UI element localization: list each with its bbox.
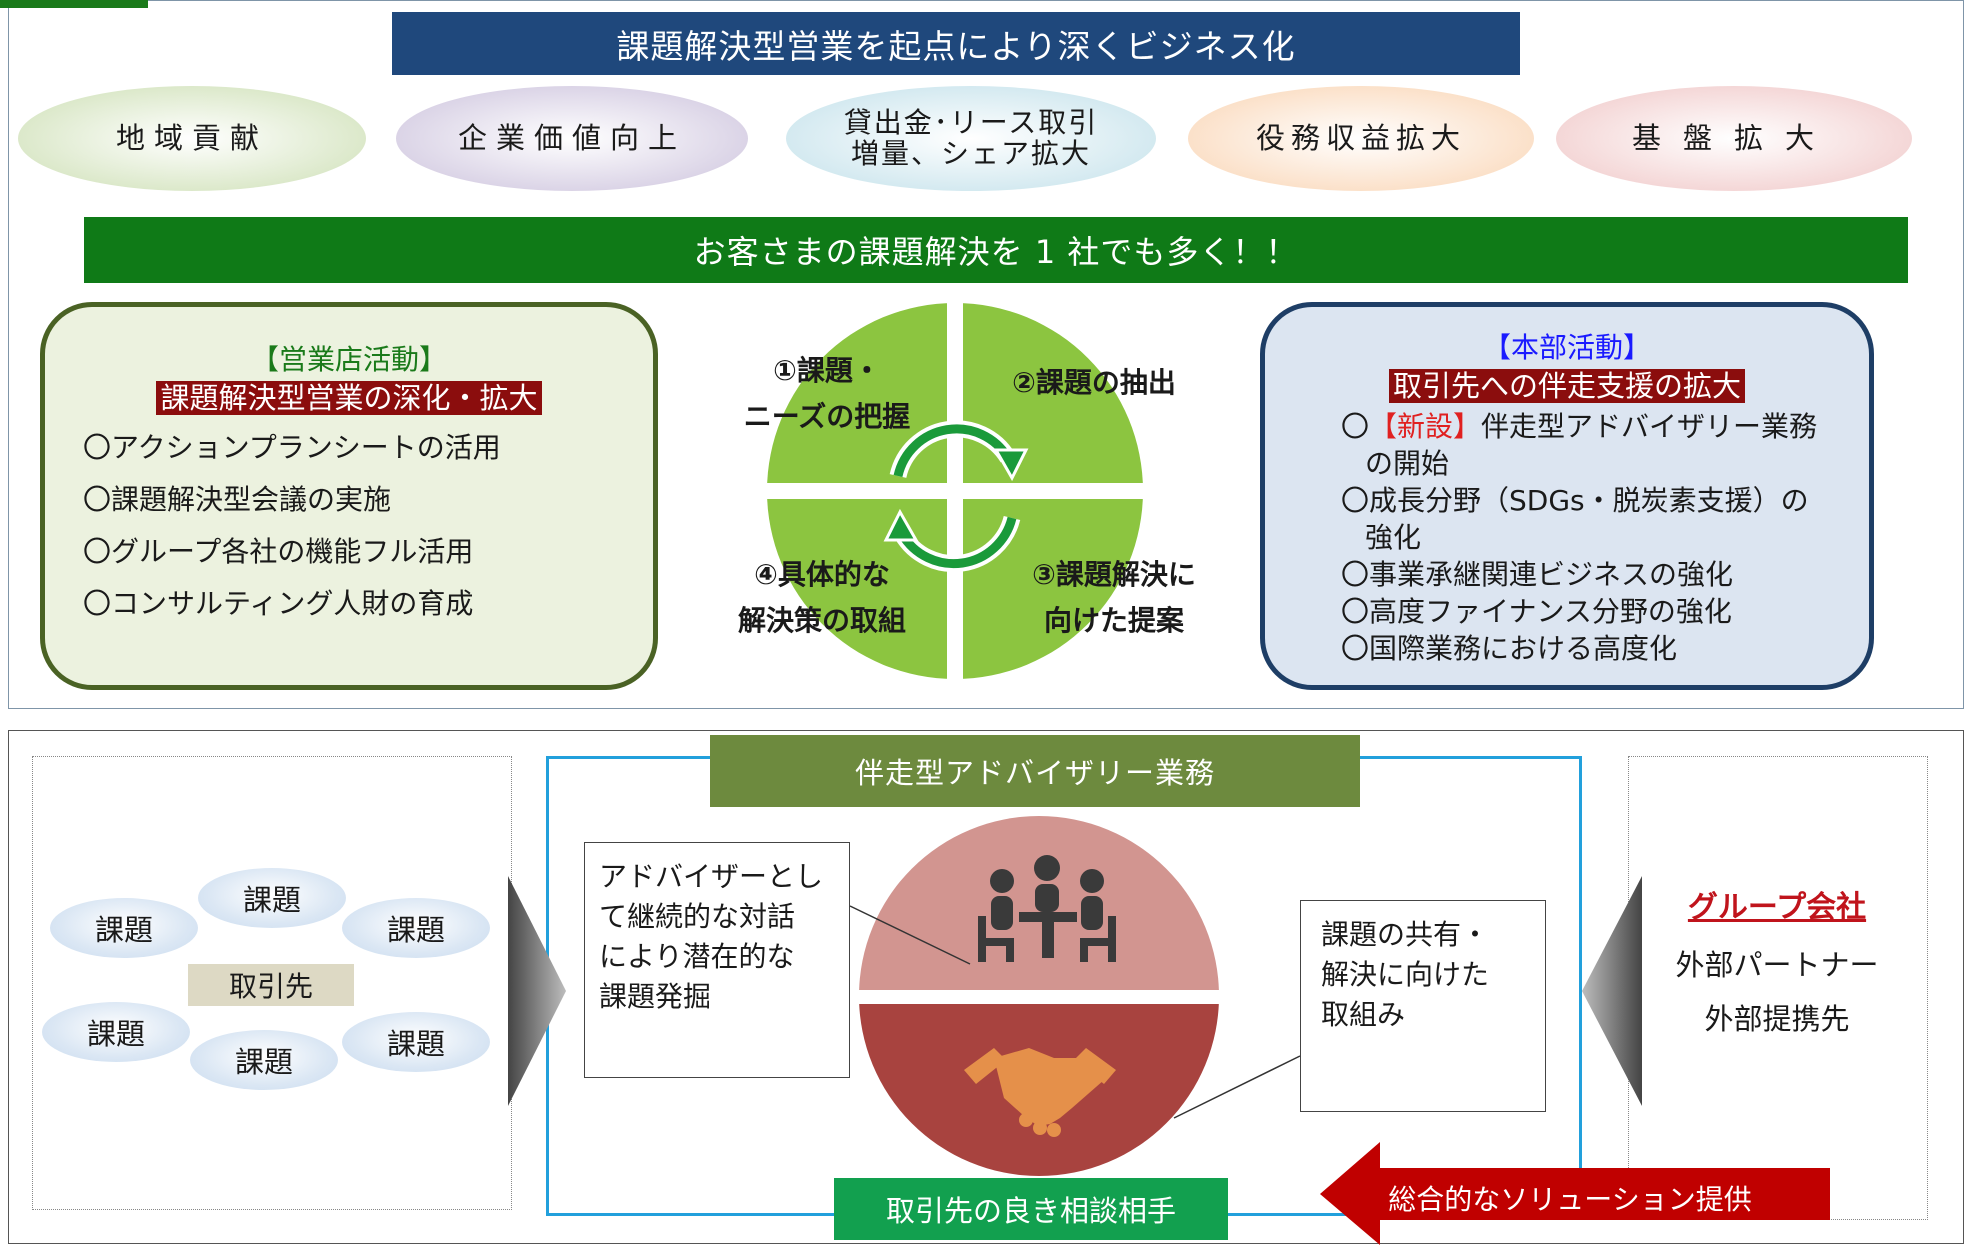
rotate-arrows-icon	[883, 420, 1029, 573]
issue-bubble: 課題	[198, 868, 346, 928]
pdca-cycle-diagram	[760, 300, 1150, 682]
goal-label: 基盤拡大	[1631, 120, 1836, 155]
solution-label: 総合的なソリューション提供	[1380, 1168, 1760, 1228]
advisory-title-text: 伴走型アドバイザリー業務	[854, 756, 1215, 790]
goal-label: 増量、シェア拡大	[850, 136, 1091, 170]
goal-label: 役務収益拡大	[1255, 120, 1466, 155]
note-line: 解決に向けた	[1321, 958, 1490, 991]
cycle-step-3-line: 向けた提案	[1043, 604, 1184, 637]
branch-item: 〇コンサルティング人財の育成	[83, 587, 474, 620]
issue-sharing-note: 課題の共有・ 解決に向けた 取組み	[1300, 900, 1546, 1112]
note-line: て継続的な対話	[599, 900, 796, 933]
cycle-step-3-line: ③課題解決に	[1032, 558, 1196, 591]
solution-arrow	[1320, 1142, 1830, 1245]
goal-base-expansion: 基盤拡大	[1556, 86, 1912, 191]
branch-item: 〇課題解決型会議の実施	[83, 483, 392, 516]
hq-item-text: 伴走型アドバイザリー業務	[1481, 410, 1818, 443]
hq-item-advisory-cont: の開始	[1365, 447, 1450, 480]
headline-text: 課題解決型営業を起点により深くビジネス化	[616, 26, 1296, 66]
goal-label: 企業価値向上	[457, 120, 686, 155]
external-alliance-label: 外部提携先	[1704, 1002, 1850, 1036]
meeting-icon	[978, 855, 1116, 962]
external-partner-label: 外部パートナー	[1675, 948, 1879, 982]
new-badge: 【新設】	[1369, 410, 1482, 443]
branch-item: 〇アクションプランシートの活用	[83, 431, 501, 464]
branch-subtitle: 課題解決型営業の深化・拡大	[156, 381, 542, 415]
hq-item-bullet: 〇	[1341, 410, 1370, 443]
right-gray-arrow	[1582, 876, 1642, 1106]
issue-bubble: 課題	[190, 1030, 338, 1090]
note-line: 課題発掘	[599, 980, 712, 1013]
branch-tag: 【営業店活動】	[250, 343, 447, 376]
hq-activities-panel: 【本部活動】 取引先への伴走支援の拡大 〇【新設】伴走型アドバイザリー業務 の開…	[1260, 302, 1874, 690]
issue-label: 課題	[242, 883, 301, 917]
advisory-circle	[859, 816, 1219, 1176]
cycle-step-2-line: ②課題の抽出	[1012, 366, 1176, 399]
issue-label: 課題	[386, 913, 445, 947]
consult-title-text: 取引先の良き相談相手	[885, 1194, 1176, 1228]
top-section-frame	[8, 0, 1964, 709]
consult-title: 取引先の良き相談相手	[834, 1178, 1228, 1240]
hq-tag: 【本部活動】	[1482, 331, 1651, 364]
hq-item-succession: 〇事業承継関連ビジネスの強化	[1341, 558, 1734, 591]
cycle-step-4-line: ④具体的な	[754, 558, 890, 591]
hq-item-finance: 〇高度ファイナンス分野の強化	[1341, 595, 1732, 628]
headline-bar: 課題解決型営業を起点により深くビジネス化	[392, 12, 1520, 75]
cycle-step-4: ④具体的な 解決策の取組	[712, 552, 932, 644]
cycle-step-4-line: 解決策の取組	[737, 604, 906, 637]
hq-item-growth: 〇成長分野（SDGs・脱炭素支援）の	[1341, 484, 1809, 517]
cycle-step-1-line: ①課題・	[773, 354, 881, 387]
cycle-divider-horizontal	[760, 483, 1150, 499]
left-gray-arrow	[508, 876, 566, 1106]
mission-bar: お客さまの課題解決を 1 社でも多く！！	[84, 217, 1908, 283]
branch-item: 〇グループ各社の機能フル活用	[83, 535, 474, 568]
hq-item-growth-cont: 強化	[1365, 521, 1422, 554]
note-line: により潜在的な	[599, 940, 795, 973]
cycle-step-1: ①課題・ ニーズの把握	[712, 348, 942, 440]
bottom-section-frame	[8, 730, 1964, 1244]
issue-label: 課題	[386, 1027, 445, 1061]
solution-text: 総合的なソリューション提供	[1388, 1183, 1752, 1216]
goal-label: 貸出金･リース取引	[843, 105, 1099, 139]
goal-regional-contribution: 地域貢献	[18, 86, 366, 191]
goal-fee-revenue: 役務収益拡大	[1188, 86, 1534, 191]
cycle-step-1-line: ニーズの把握	[743, 400, 911, 433]
corner-tag	[0, 0, 148, 8]
issue-label: 課題	[94, 913, 153, 947]
mission-text: お客さまの課題解決を 1 社でも多く！！	[693, 233, 1299, 271]
goal-corporate-value: 企業価値向上	[396, 86, 748, 191]
handshake-icon	[964, 1048, 1116, 1137]
issue-bubble: 課題	[50, 898, 198, 958]
cycle-step-3: ③課題解決に 向けた提案	[1004, 552, 1224, 644]
issue-bubble: 課題	[342, 1012, 490, 1072]
issue-bubble: 課題	[342, 898, 490, 958]
issue-label: 課題	[86, 1017, 145, 1051]
hq-item-international: 〇国際業務における高度化	[1341, 632, 1678, 665]
branch-activities-panel: 【営業店活動】 課題解決型営業の深化・拡大 〇アクションプランシートの活用 〇課…	[40, 302, 658, 690]
hq-item-advisory: 〇【新設】伴走型アドバイザリー業務	[1341, 408, 1869, 445]
group-company-label: グループ会社	[1687, 890, 1867, 925]
hq-subtitle: 取引先への伴走支援の拡大	[1388, 369, 1745, 403]
client-label: 取引先	[188, 964, 354, 1006]
issue-bubble: 課題	[42, 1002, 190, 1062]
note-line: 課題の共有・	[1321, 918, 1490, 951]
issue-label: 課題	[234, 1045, 293, 1079]
cycle-step-2: ②課題の抽出	[984, 360, 1204, 406]
advisory-title: 伴走型アドバイザリー業務	[710, 735, 1360, 807]
goal-label: 地域貢献	[115, 120, 268, 155]
client-text: 取引先	[228, 970, 313, 1003]
note-line: アドバイザーとし	[599, 860, 824, 893]
goal-loans-leases: 貸出金･リース取引 増量、シェア拡大	[786, 86, 1156, 191]
advisor-dialogue-note: アドバイザーとし て継続的な対話 により潜在的な 課題発掘	[584, 842, 850, 1078]
note-line: 取組み	[1321, 998, 1406, 1031]
